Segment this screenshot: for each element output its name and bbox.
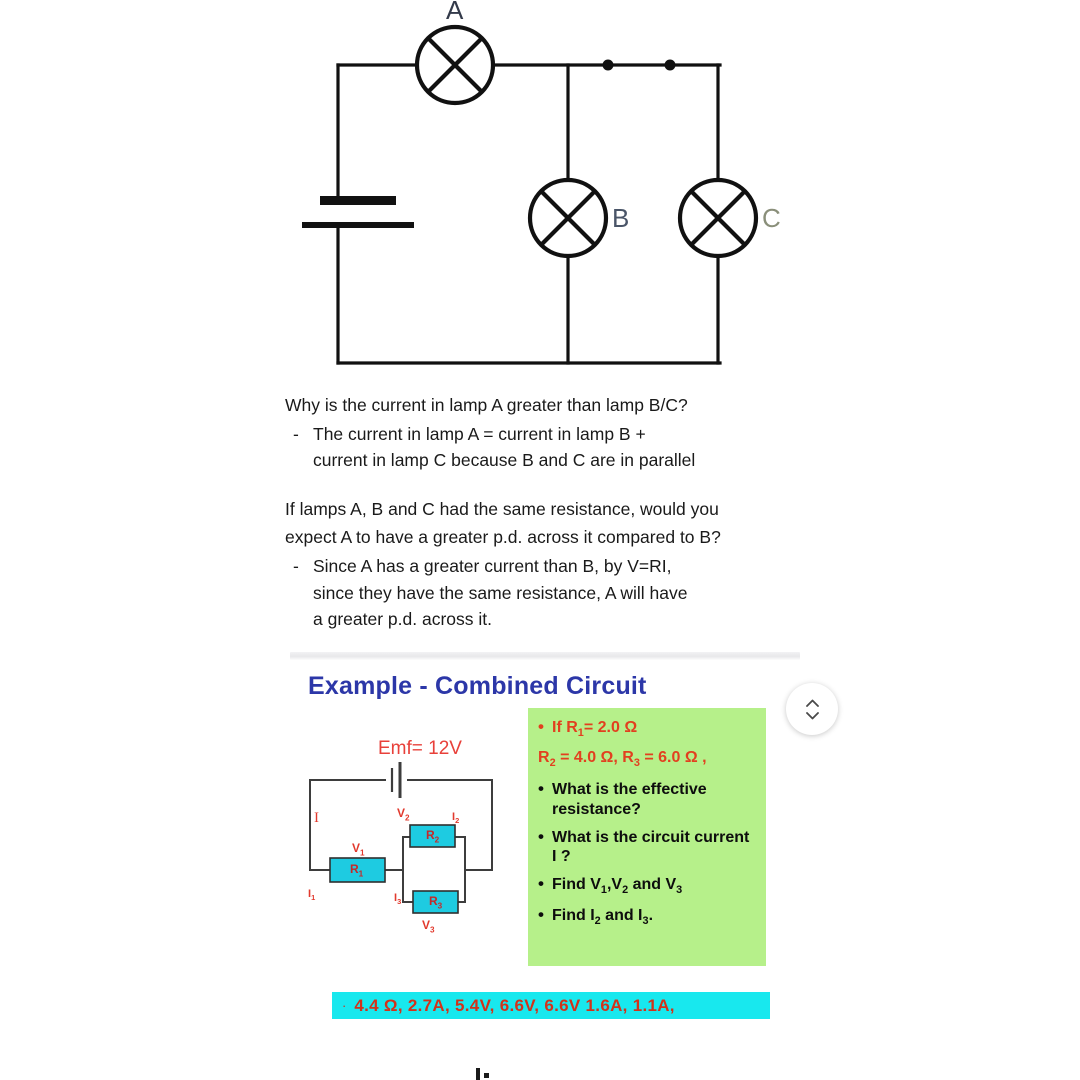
lamp-a-symbol [414, 24, 496, 106]
answer-1-line-2: current in lamp C because B and C are in… [285, 447, 805, 474]
question-item-text: If R1= 2.0 Ω [552, 719, 638, 740]
junction-dot [664, 59, 676, 71]
next-slide-preview [350, 1060, 750, 1080]
dash-spacer [285, 580, 313, 607]
paragraph-gap [285, 474, 805, 496]
question-2-line-2: expect A to have a greater p.d. across i… [285, 527, 721, 548]
answer-1-text-2: current in lamp C because B and C are in… [313, 450, 696, 471]
bullet-icon: • [538, 826, 544, 846]
answer-bullet: · [342, 998, 347, 1013]
slide-divider [290, 652, 800, 660]
dash-spacer [285, 606, 313, 633]
lamp-b-symbol [527, 177, 609, 259]
label-voltage-V2: V2 [397, 806, 410, 823]
dash-spacer [285, 447, 313, 474]
answer-2-text-3: a greater p.d. across it. [313, 609, 492, 630]
bullet-icon: • [538, 779, 544, 799]
label-voltage-V3: V3 [422, 918, 435, 935]
lamp-b-label: B [612, 203, 630, 233]
resistor-r3-label: R3 [429, 894, 443, 911]
slide-title: Example - Combined Circuit [308, 672, 647, 700]
scroll-navigation-widget[interactable] [786, 683, 838, 735]
notes-text-block: Why is the current in lamp A greater tha… [285, 392, 805, 633]
answer-1-text-1: The current in lamp A = current in lamp … [313, 423, 646, 444]
resistor-r3-box [412, 890, 459, 914]
question-item: • Find I2 and I3. [538, 906, 758, 928]
answer-2-line-3: a greater p.d. across it. [285, 606, 805, 633]
question-item: • What is the circuit current I ? [538, 826, 758, 866]
resistor-r1-box [329, 857, 386, 883]
bullet-icon: • [538, 874, 544, 894]
answer-2-text-2: since they have the same resistance, A w… [313, 582, 688, 603]
resistor-r2-box [409, 824, 456, 848]
resistor-r1-label: R1 [350, 862, 364, 879]
bullet-icon: • [538, 717, 544, 736]
label-current-I: I [314, 810, 319, 826]
question-item: R2 = 4.0 Ω, R3 = 6.0 Ω , [538, 749, 707, 770]
label-current-I2: I2 [452, 811, 460, 826]
lamp-c-label: C [762, 203, 781, 233]
question-item-text: Find I2 and I3. [552, 907, 654, 928]
question-panel: • If R1= 2.0 Ω R2 = 4.0 Ω, R3 = 6.0 Ω , • Wh… [528, 708, 766, 966]
answer-bar: · 4.4 Ω, 2.7A, 5.4V, 6.6V, 6.6V 1.6A, 1.… [332, 992, 770, 1019]
dash-marker: - [293, 555, 299, 576]
dash-marker: - [293, 423, 299, 444]
battery-symbol [302, 196, 414, 228]
chevron-down-icon[interactable] [805, 711, 819, 720]
bullet-icon: • [538, 905, 544, 925]
label-current-I3: I3 [394, 892, 402, 907]
question-item-text: What is the circuit current I ? [552, 828, 750, 865]
question-1: Why is the current in lamp A greater tha… [285, 395, 688, 415]
question-item: • If R1= 2.0 Ω [538, 717, 758, 740]
combined-circuit-diagram: I I1 V1 V2 I2 I3 V3 R1 R2 R3 [300, 762, 515, 942]
chevron-up-icon[interactable] [805, 699, 819, 707]
answer-2-line-2: since they have the same resistance, A w… [285, 580, 805, 607]
main-circuit-diagram: A B C [280, 0, 800, 385]
question-item-text: What is the effective resistance? [552, 781, 707, 818]
question-item-text: Find V1,V2 and V3 [552, 876, 683, 897]
battery-symbol-mini [390, 762, 402, 798]
lamp-c-symbol [677, 177, 759, 259]
answer-values: 4.4 Ω, 2.7A, 5.4V, 6.6V, 6.6V 1.6A, 1.1A… [354, 995, 675, 1015]
answer-1-line-1: - The current in lamp A = current in lam… [285, 421, 805, 448]
label-voltage-V1: V1 [352, 841, 365, 858]
question-item: • Find V1,V2 and V3 [538, 874, 758, 897]
lamp-a-label: A [446, 0, 464, 25]
question-item: • What is the effective resistance? [538, 780, 758, 818]
label-current-I1: I1 [308, 888, 316, 903]
answer-2-line-1: - Since A has a greater current than B, … [285, 553, 805, 580]
resistor-r2-label: R2 [426, 828, 440, 845]
emf-label: Emf= 12V [378, 738, 462, 759]
answer-2-text-1: Since A has a greater current than B, by… [313, 555, 672, 576]
junction-dot [602, 59, 614, 71]
question-2-line-1: If lamps A, B and C had the same resista… [285, 498, 719, 519]
